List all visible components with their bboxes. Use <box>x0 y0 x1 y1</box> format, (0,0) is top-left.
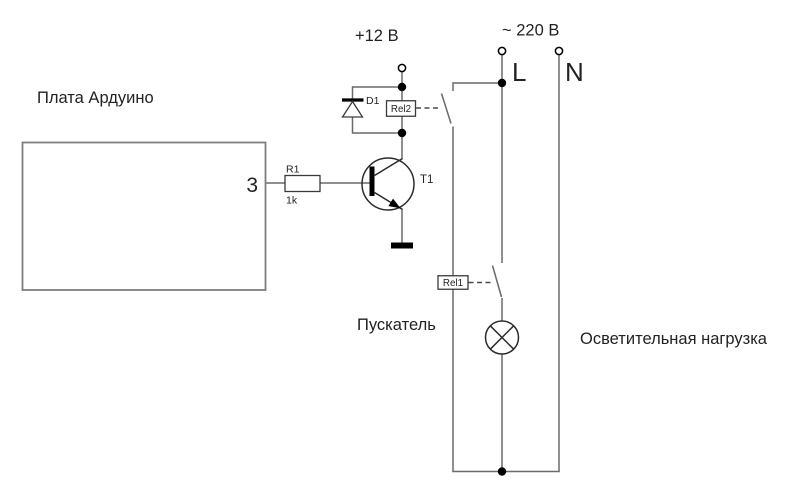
lamp-cross <box>489 325 515 350</box>
terminal-n-icon <box>554 46 564 56</box>
junction-dot <box>497 467 507 476</box>
arduino-board-label: Плата Ардуино <box>37 89 154 107</box>
transistor-t1-label: T1 <box>420 174 433 186</box>
wires <box>265 55 560 473</box>
transistor-base-bar <box>369 166 375 196</box>
junction-dot <box>497 78 507 88</box>
pin-3-label: 3 <box>246 174 258 197</box>
line-n-label: N <box>565 57 584 87</box>
terminal-12v-icon <box>397 63 407 73</box>
arduino-board-box <box>21 141 267 291</box>
resistor-r1-label: R1 <box>286 164 300 176</box>
junction-dot <box>397 128 407 138</box>
supply-220v-label: ~ 220 В <box>502 22 559 40</box>
wire-l-to-rel2-contact <box>452 82 502 91</box>
terminal-l-icon <box>497 46 507 56</box>
transistor-body <box>361 157 415 211</box>
transistor-collector-lead <box>374 157 403 177</box>
relay-coil-rel1-label: Rel1 <box>443 278 463 289</box>
junction-dot <box>397 82 407 92</box>
relay-coil-rel2-label: Rel2 <box>391 104 411 115</box>
diode-d1-label: D1 <box>366 95 380 107</box>
supply-12v-label: +12 В <box>355 27 399 45</box>
resistor-r1-body <box>284 174 321 193</box>
rel1-contact-blade <box>491 265 503 298</box>
line-l-label: L <box>512 57 526 87</box>
transistor-t1 <box>361 157 415 211</box>
resistor-r1-value: 1k <box>286 195 298 207</box>
relay-coil-rel2-body <box>385 100 417 117</box>
ground-icon <box>391 242 413 249</box>
diode-triangle <box>341 100 364 118</box>
load-label: Осветительная нагрузка <box>580 330 768 348</box>
lamp-icon <box>484 320 520 355</box>
lamp-body <box>484 320 520 355</box>
diode-d1 <box>341 98 364 118</box>
wire-diode-branch <box>351 86 402 134</box>
emitter-arrow-icon <box>388 198 401 209</box>
relay-coil-rel1-body <box>437 275 469 290</box>
contactor-label: Пускатель <box>357 316 436 334</box>
rel2-contact-blade <box>440 93 452 124</box>
